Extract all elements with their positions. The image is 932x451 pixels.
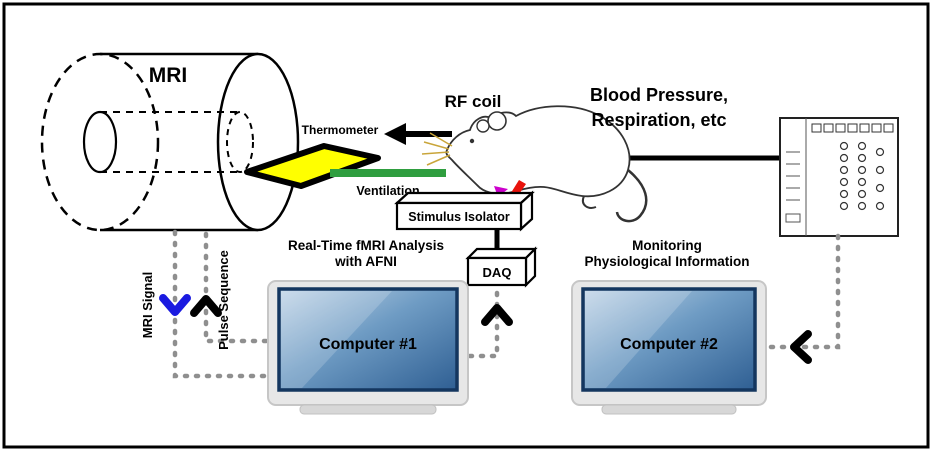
- device-computer2-cable: [765, 233, 841, 350]
- mri-signal-label: MRI Signal: [140, 272, 155, 338]
- pulse-sequence-label: Pulse Sequence: [216, 250, 231, 350]
- blood-pressure-line1: Blood Pressure,: [590, 85, 728, 105]
- pulse-sequence-arrow-up-icon: [190, 295, 222, 317]
- ventilation-bar: [330, 169, 446, 177]
- stimulus-isolator: Stimulus Isolator: [394, 190, 535, 232]
- pulse-sequence-cable: [203, 229, 269, 344]
- rat-eye: [469, 138, 475, 144]
- bore-right-ellipse: [226, 111, 254, 173]
- mri-scanner: MRI: [40, 52, 300, 232]
- computer2-stand: [601, 404, 737, 415]
- computer2-arrow-left-icon: [790, 330, 812, 364]
- blood-pressure-label: Blood Pressure, Respiration, etc: [590, 85, 728, 130]
- rat-tail: [615, 169, 648, 223]
- computer1-label: Computer #1: [319, 336, 417, 353]
- computer1-caption-line1: Real-Time fMRI Analysis: [288, 238, 444, 253]
- computer2: Monitoring Physiological Information Com…: [571, 238, 767, 415]
- mri-label: MRI: [149, 64, 188, 87]
- daq-arrow-up-icon: [481, 304, 513, 326]
- ventilation-label: Ventilation: [356, 184, 419, 198]
- isolator-top-face: [394, 191, 535, 205]
- computer1-caption-line2: with AFNI: [334, 254, 397, 269]
- rat-illustration: [421, 105, 648, 223]
- rf-to-thermometer-arrow: [384, 123, 452, 145]
- daq-label: DAQ: [483, 265, 512, 280]
- thermometer-label: Thermometer: [302, 123, 379, 137]
- computer2-screen: [581, 287, 757, 392]
- computer2-screen-glare: [585, 291, 692, 388]
- bore-left-ellipse: [82, 110, 118, 174]
- computer2-label: Computer #2: [620, 336, 718, 353]
- rat-hind-paw: [582, 195, 597, 209]
- rat-whiskers: [421, 132, 453, 166]
- thermometer-plate: [244, 143, 381, 189]
- device-chassis: [779, 117, 899, 237]
- computer1-screen: [277, 287, 459, 392]
- computer1-screen-glare: [281, 291, 392, 388]
- thermometer: Thermometer: [244, 123, 381, 189]
- computer2-caption-line1: Monitoring: [632, 238, 702, 253]
- blood-pressure-line2: Respiration, etc: [591, 110, 726, 130]
- rat-ear-inner: [476, 119, 490, 133]
- mri-signal-arrow-down-icon: [159, 294, 191, 316]
- daq-top-face: [465, 247, 538, 260]
- device-vent: [785, 213, 801, 223]
- cylinder-right-ellipse: [216, 52, 300, 232]
- stimulus-isolator-label: Stimulus Isolator: [408, 210, 510, 224]
- physiology-monitor-device: [779, 117, 899, 237]
- device-top-modules: [811, 123, 894, 133]
- device-label-lines: [786, 151, 800, 201]
- arrow-head-left-icon: [384, 123, 406, 145]
- rf-coil-label: RF coil: [445, 92, 502, 111]
- mri-signal-cable: [172, 229, 269, 379]
- isolator-front-face: [395, 201, 523, 231]
- ventilation: Ventilation: [330, 169, 446, 198]
- computer2-caption-line2: Physiological Information: [584, 254, 749, 269]
- rat-ear-outer: [487, 111, 507, 131]
- daq-front-face: [466, 256, 528, 287]
- device-connector-jacks: [839, 141, 885, 211]
- daq-computer1-cable: [467, 285, 500, 359]
- computer1-stand: [299, 404, 437, 415]
- cylinder-left-ellipse: [40, 52, 160, 232]
- daq: DAQ: [465, 246, 538, 288]
- computer1: Real-Time fMRI Analysis with AFNI Comput…: [267, 238, 469, 415]
